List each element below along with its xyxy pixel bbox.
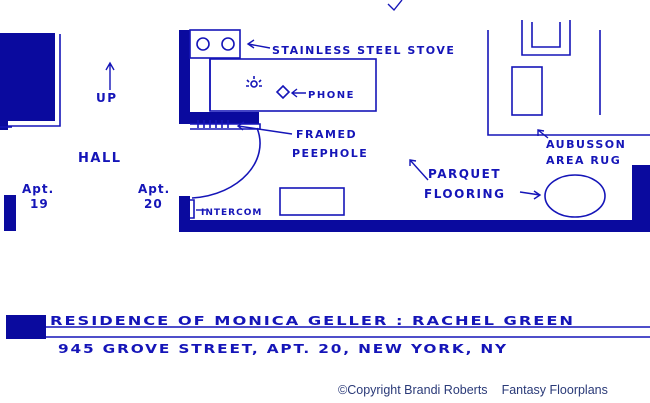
kitchen-counter [209, 58, 377, 112]
check-mark [387, 0, 403, 12]
footer-credits: ©Copyright Brandi Roberts Fantasy Floorpl… [338, 383, 608, 397]
wall-kitchen-bottom [179, 112, 259, 124]
rug-label-line2: AREA RUG [546, 154, 621, 167]
hall-label: HALL [78, 151, 122, 166]
up-label: UP [96, 91, 118, 105]
door-swing [191, 127, 261, 199]
phone-icon [275, 84, 291, 100]
wall-right [632, 165, 650, 223]
parquet-label-line1: PARQUET [428, 167, 501, 181]
apt20-label-line1: Apt. [138, 182, 170, 196]
apt20-label-line2: 20 [144, 197, 163, 211]
residence-title: RESIDENCE OF MONICA GELLER : RACHEL GREE… [50, 313, 575, 328]
hall-left-line [8, 34, 61, 127]
intercom-frame [190, 199, 195, 219]
phone-label: PHONE [308, 90, 355, 101]
stove-label: STAINLESS STEEL STOVE [272, 44, 455, 57]
stove-burner-left [196, 37, 210, 51]
wall-left-edge [0, 119, 8, 130]
parquet-label-line2: FLOORING [424, 187, 505, 201]
wall-apt19-stub [4, 195, 16, 231]
light-fixture-icon [246, 76, 262, 88]
area-rug [544, 174, 606, 218]
peephole-ticks [197, 120, 229, 128]
stove-leader [246, 39, 271, 49]
copyright-text: ©Copyright Brandi Roberts [338, 383, 488, 397]
peephole-label-line1: FRAMED [296, 128, 357, 141]
residence-address: 945 GROVE STREET, APT. 20, NEW YORK, NY [58, 341, 508, 356]
wall-top-left [0, 33, 55, 121]
door-frame [190, 123, 261, 130]
parquet-leader [409, 159, 429, 181]
wall-kitchen-left [179, 30, 190, 124]
parquet-leader-2 [519, 190, 542, 200]
peephole-label-line2: PEEPHOLE [292, 147, 368, 160]
walls [0, 30, 650, 339]
rug-label-line1: AUBUSSON [546, 138, 626, 151]
apt19-label-line2: 19 [30, 197, 49, 211]
stove-outline [189, 29, 241, 59]
rug-leader [537, 129, 549, 139]
title-bar-block [6, 315, 46, 339]
wall-apt20-stub [179, 196, 190, 232]
brand-text: Fantasy Floorplans [501, 383, 608, 397]
apt19-label-line1: Apt. [22, 182, 54, 196]
console-table [279, 187, 345, 216]
phone-leader [290, 88, 306, 98]
side-table [511, 66, 543, 116]
up-arrow [105, 61, 115, 90]
peephole-leader [236, 121, 293, 135]
wall-bottom [179, 220, 650, 232]
stove-burner-right [221, 37, 235, 51]
leaders [105, 0, 549, 211]
living-room-wall [487, 30, 650, 136]
armchair-top [521, 20, 571, 56]
armchair-seat [531, 22, 561, 48]
intercom-label: INTERCOM [201, 208, 262, 218]
fixtures [0, 20, 650, 338]
